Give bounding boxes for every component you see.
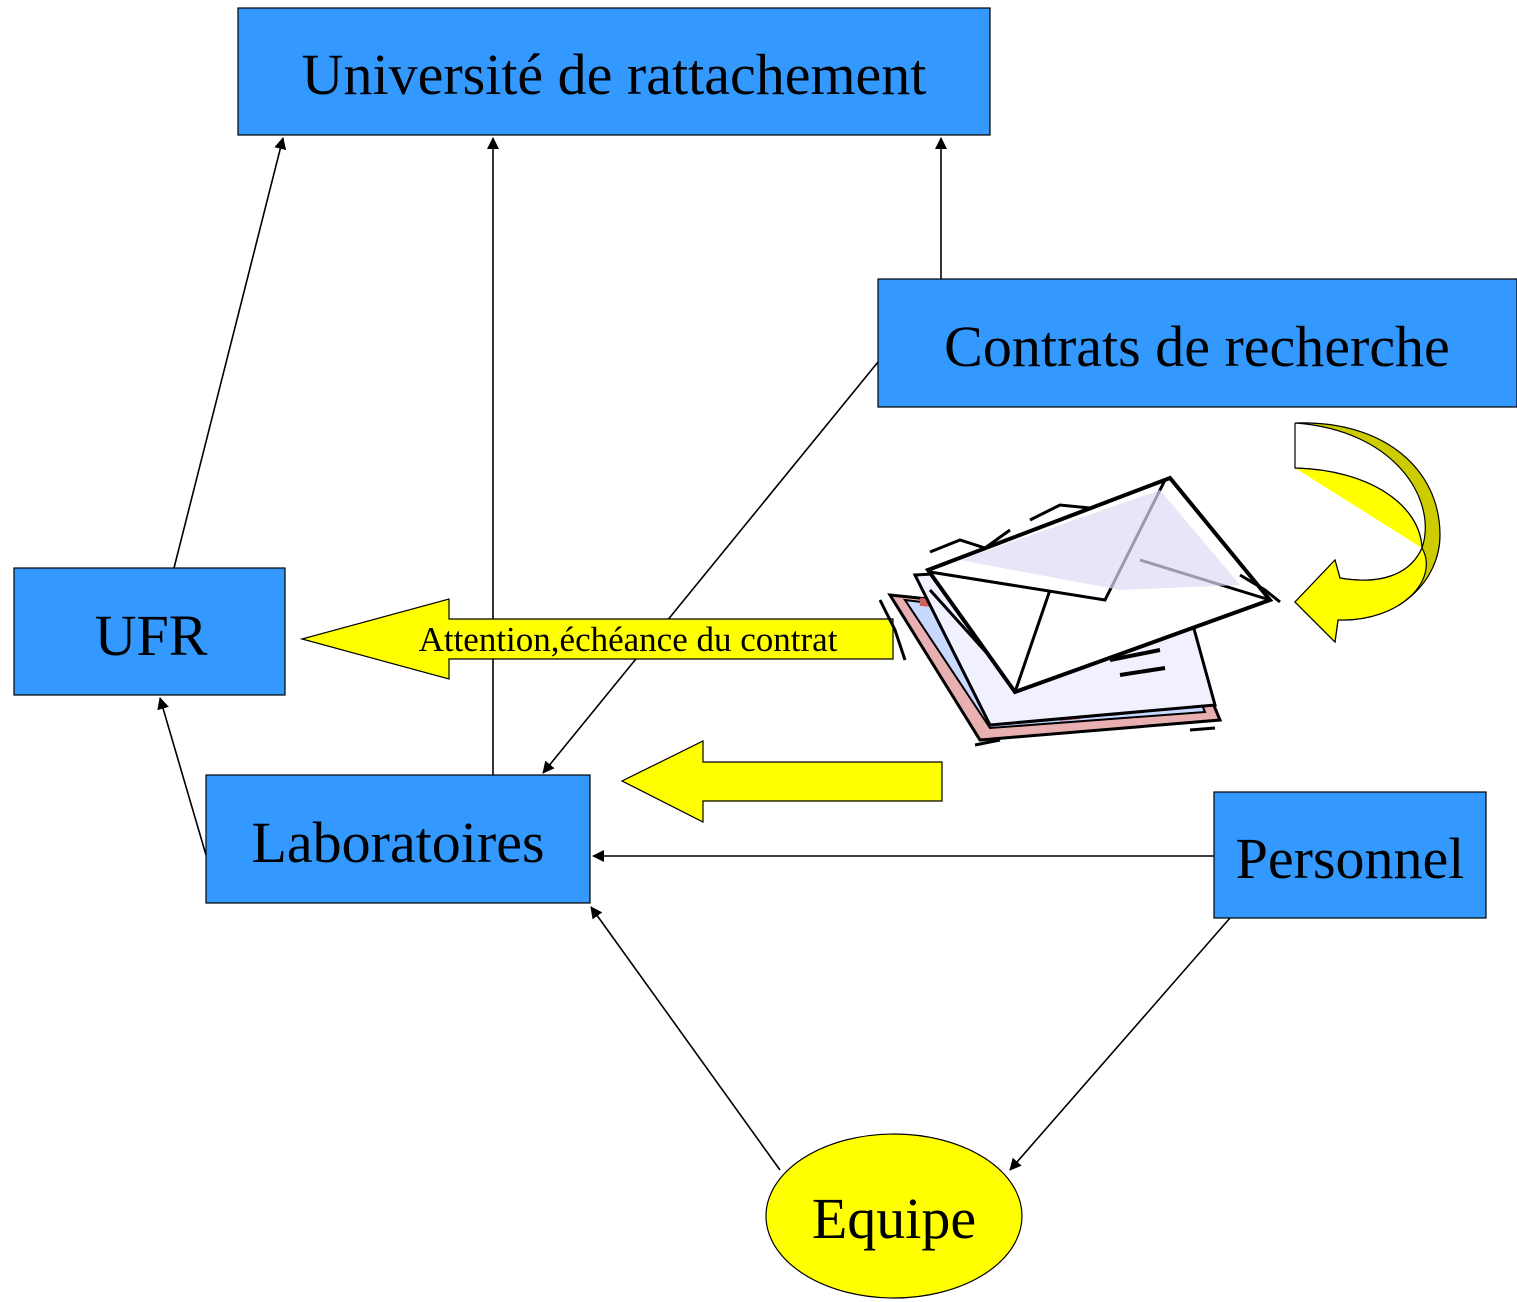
node-equipe: Equipe bbox=[765, 1133, 1023, 1299]
node-laboratoires: Laboratoires bbox=[205, 774, 591, 904]
edge-ufr-to-universite bbox=[173, 137, 287, 569]
callout-label: Attention,échéance du contrat bbox=[419, 620, 838, 659]
node-contrats-label: Contrats de recherche bbox=[944, 314, 1450, 379]
node-equipe-label: Equipe bbox=[812, 1186, 976, 1251]
callout-arrow: Attention,échéance du contrat bbox=[299, 598, 894, 680]
node-laboratoires-label: Laboratoires bbox=[251, 810, 544, 875]
edge-equipe-to-laboratoires bbox=[590, 906, 781, 1171]
node-personnel: Personnel bbox=[1213, 791, 1487, 919]
node-universite-label: Université de rattachement bbox=[302, 42, 927, 107]
connectors bbox=[157, 137, 1231, 1171]
node-universite: Université de rattachement bbox=[237, 7, 991, 136]
curved-arrow-icon bbox=[1294, 422, 1441, 644]
edge-contrats-to-laboratoires bbox=[542, 361, 879, 774]
node-ufr: UFR bbox=[13, 567, 286, 696]
node-ufr-label: UFR bbox=[95, 603, 208, 668]
envelope-mail-icon bbox=[878, 475, 1281, 747]
edge-personnel-to-equipe bbox=[1009, 917, 1231, 1171]
block-arrow-icon bbox=[620, 740, 943, 823]
node-contrats: Contrats de recherche bbox=[877, 278, 1517, 408]
edge-laboratoires-to-ufr bbox=[157, 697, 207, 856]
node-personnel-label: Personnel bbox=[1236, 826, 1465, 891]
